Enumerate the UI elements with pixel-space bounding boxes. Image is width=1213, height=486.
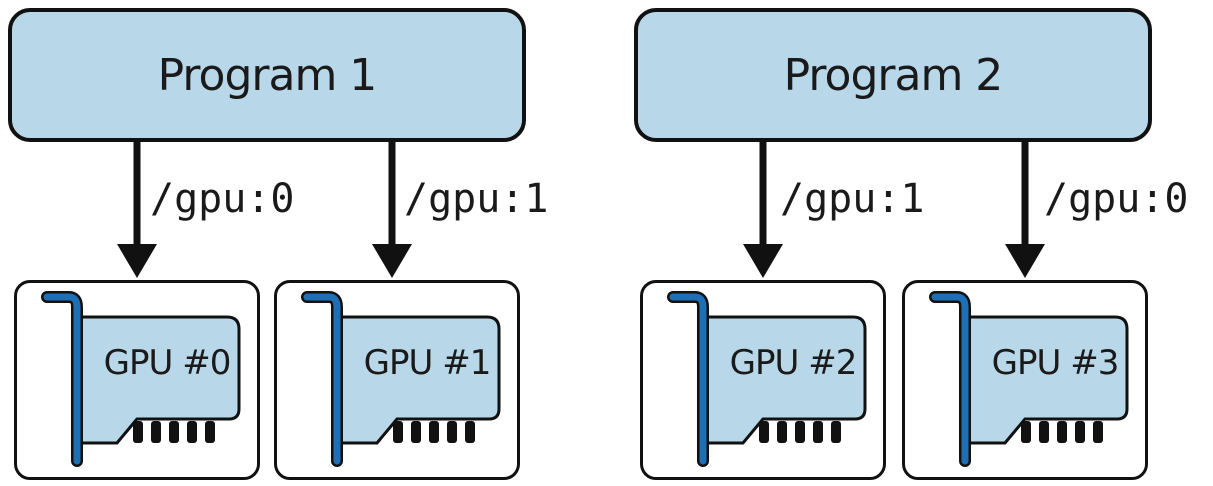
gpu-card-icon: [41, 291, 241, 467]
device-label-program2-first: /gpu:1: [780, 176, 925, 222]
device-label-program1-first: /gpu:0: [150, 176, 295, 222]
gpu-card-3: GPU #3: [902, 280, 1148, 480]
gpu-card-icon: [667, 291, 867, 467]
arrow-p1-gpu1: [372, 142, 412, 278]
gpu-3-label: GPU #3: [991, 343, 1120, 383]
arrow-p2-gpu3: [1005, 142, 1045, 278]
gpu-1-label: GPU #1: [363, 343, 492, 383]
program-2-title: Program 2: [783, 49, 1004, 101]
program-1-title: Program 1: [157, 49, 378, 101]
gpu-card-0: GPU #0: [14, 280, 260, 480]
gpu-card-icon: [301, 291, 501, 467]
gpu-0-label: GPU #0: [103, 343, 232, 383]
gpu-card-2: GPU #2: [640, 280, 886, 480]
device-label-program1-second: /gpu:1: [404, 176, 549, 222]
device-label-program2-second: /gpu:0: [1044, 176, 1189, 222]
program-2-box: Program 2: [634, 8, 1152, 142]
gpu-card-1: GPU #1: [274, 280, 520, 480]
program-1-box: Program 1: [8, 8, 526, 142]
gpu-2-label: GPU #2: [729, 343, 858, 383]
gpu-card-icon: [929, 291, 1129, 467]
arrow-p1-gpu0: [117, 142, 157, 278]
arrow-p2-gpu2: [743, 142, 783, 278]
